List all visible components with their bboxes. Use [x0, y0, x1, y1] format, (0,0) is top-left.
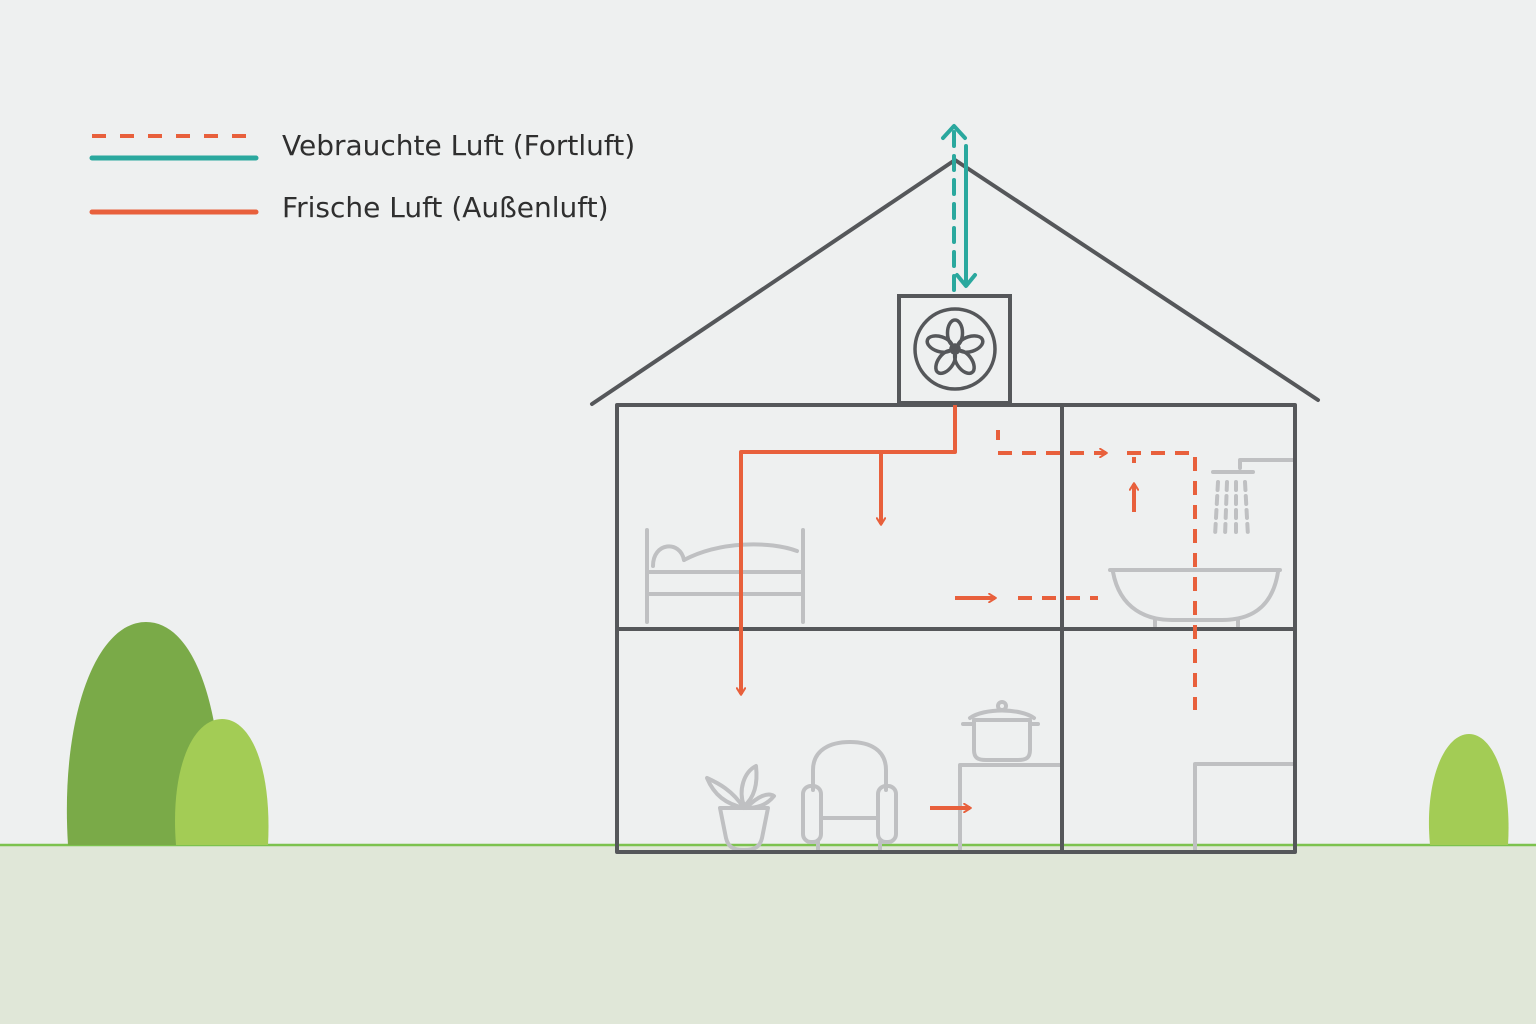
armchair-icon	[801, 740, 898, 852]
bed-icon	[645, 528, 805, 624]
bush-icon	[1428, 734, 1509, 845]
cabinet-icon	[1193, 762, 1296, 852]
ground	[0, 845, 1536, 1024]
bathtub-icon	[1108, 568, 1282, 628]
legend-exhaust-label: Vebrauchte Luft (Fortluft)	[282, 129, 635, 162]
bush-icon	[66, 622, 269, 845]
kitchen-counter-icon	[958, 763, 1062, 852]
fresh-air-supply	[741, 405, 957, 694]
extract-air-paths	[930, 430, 1197, 808]
legend: Vebrauchte Luft (Fortluft) Frische Luft …	[89, 129, 635, 224]
fan-icon	[913, 307, 997, 391]
shower-icon	[1211, 458, 1296, 538]
exhaust-duct	[941, 124, 977, 292]
legend-fresh-label: Frische Luft (Außenluft)	[282, 191, 609, 224]
ventilation-unit	[897, 294, 1012, 405]
cooking-pot-icon	[961, 700, 1040, 762]
plant-icon	[705, 764, 776, 852]
